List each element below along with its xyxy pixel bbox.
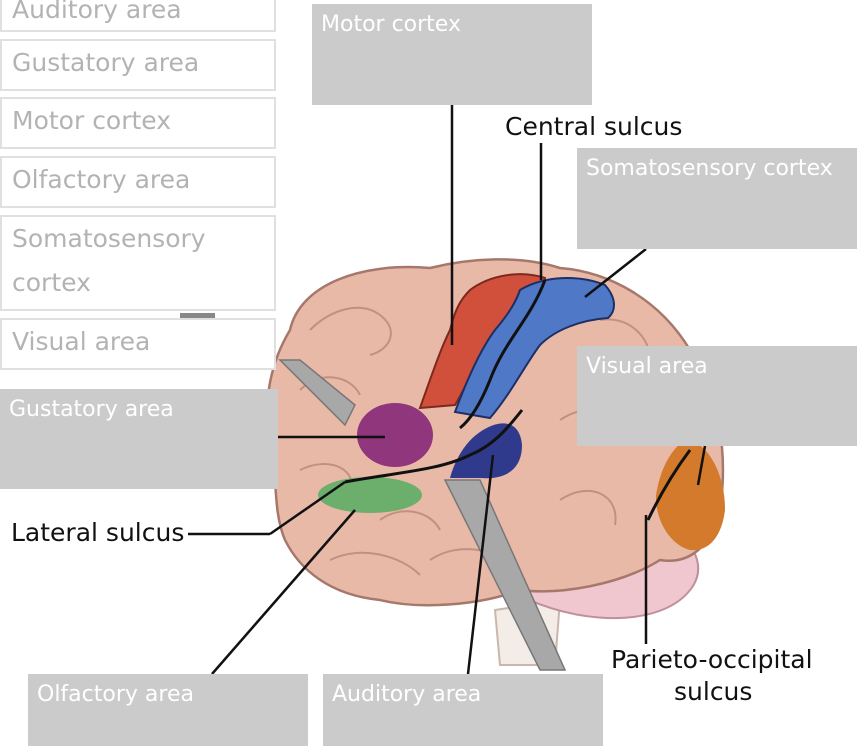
visual-region [655,440,725,551]
bank-item-auditory-area[interactable]: Auditory area [0,0,276,32]
drop-zone-gustatory-area[interactable]: Gustatory area [0,389,278,489]
drop-zone-visual-area[interactable]: Visual area [577,346,857,446]
pointer-stub [180,313,215,318]
lateral-sulcus-line [344,409,524,484]
bank-item-somatosensory-cortex[interactable]: Somatosensory cortex [0,215,276,311]
central-sulcus-label: Central sulcus [505,112,683,141]
central-sulcus-line [459,279,547,430]
olfactory-region [318,477,422,513]
pointer-rod-bottom [443,479,567,671]
drop-zone-motor-cortex[interactable]: Motor cortex [312,4,592,105]
parieto-occipital-label-line1: Parieto-occipital [611,645,813,674]
lateral-sulcus-label: Lateral sulcus [11,518,185,547]
gustatory-region [357,403,433,467]
drop-zone-olfactory-area[interactable]: Olfactory area [28,674,308,746]
leader-lines [188,105,707,675]
bank-item-visual-area[interactable]: Visual area [0,318,276,370]
parieto-occipital-line [646,449,692,521]
bank-item-gustatory-area[interactable]: Gustatory area [0,39,276,91]
parieto-occipital-label-line2: sulcus [674,677,753,706]
pointer-rod-left [278,359,356,427]
bank-item-olfactory-area[interactable]: Olfactory area [0,156,276,208]
drop-zone-auditory-area[interactable]: Auditory area [323,674,603,746]
somatosensory-region [453,277,615,420]
drop-zone-somatosensory-cortex[interactable]: Somatosensory cortex [577,148,857,249]
auditory-region [450,423,522,479]
bank-item-motor-cortex[interactable]: Motor cortex [0,97,276,149]
